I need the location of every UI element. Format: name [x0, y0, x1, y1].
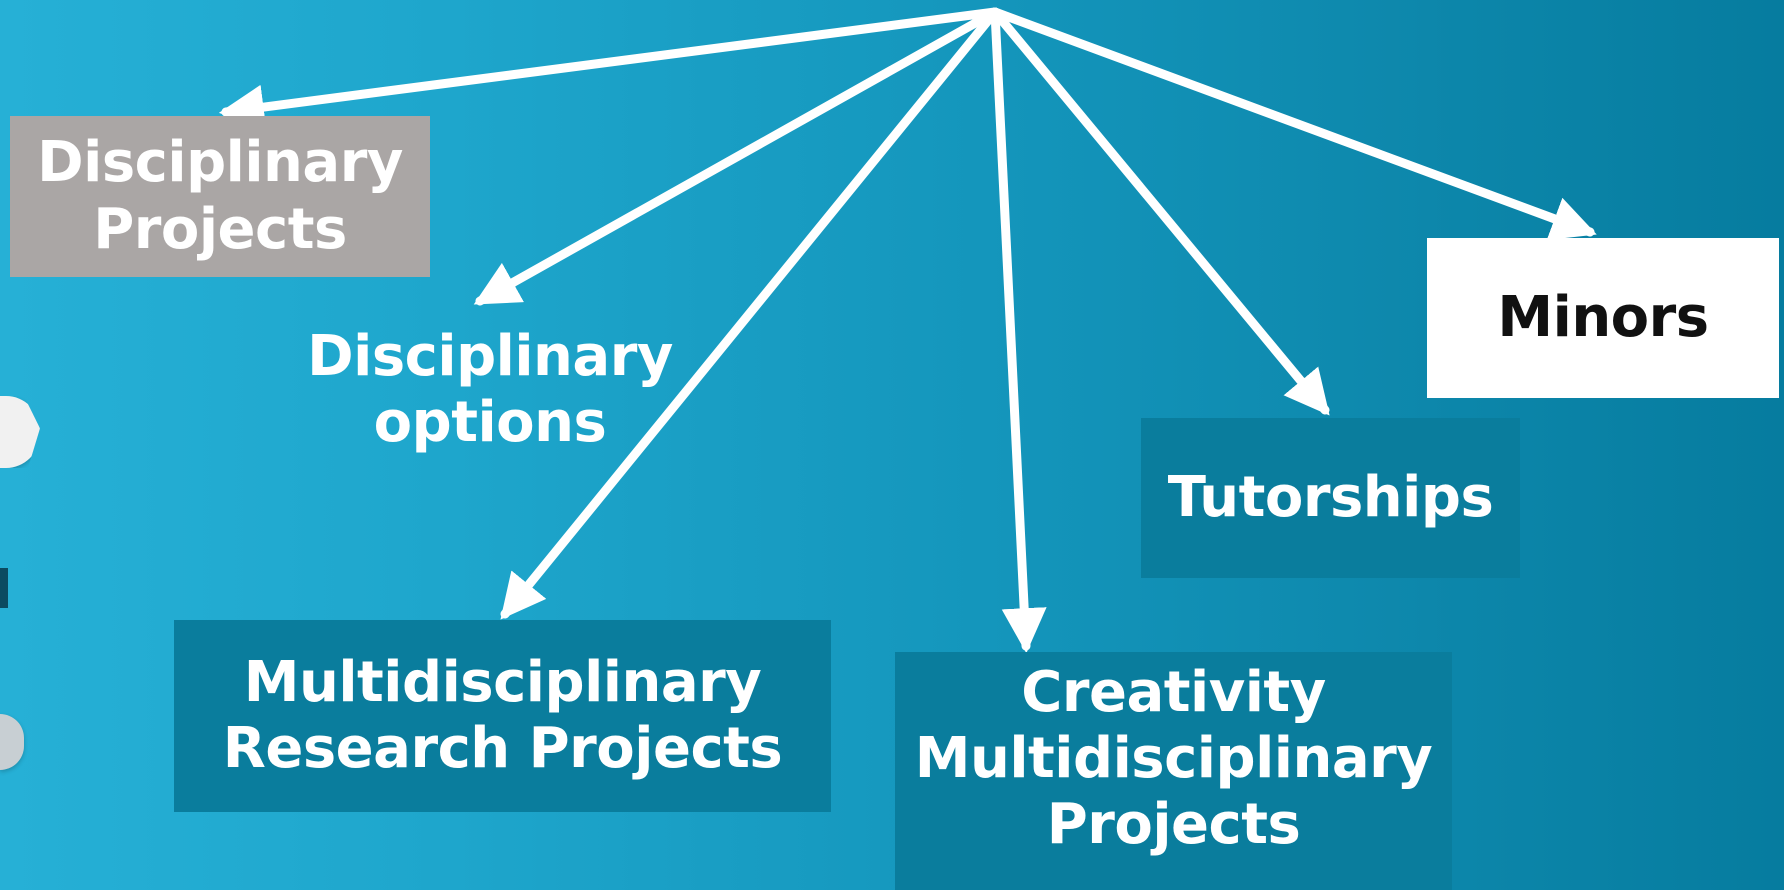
partial-shape-left-top	[0, 396, 40, 468]
minors-node: Minors	[1427, 238, 1779, 398]
partial-shape-left-bottom	[0, 714, 24, 770]
arrow-to-minors	[990, 7, 1597, 240]
creativity-multidisciplinary-projects-label: Creativity Multidisciplinary Projects	[914, 660, 1433, 858]
multidisciplinary-research-projects-node: Multidisciplinary Research Projects	[174, 620, 831, 812]
disciplinary-projects-node: Disciplinary Projects	[10, 116, 430, 277]
arrow-to-multidisciplinary-research-projects	[500, 7, 1000, 620]
arrow-to-tutorships	[990, 7, 1330, 416]
creativity-multidisciplinary-projects-node: Creativity Multidisciplinary Projects	[895, 652, 1452, 890]
tutorships-label: Tutorships	[1167, 464, 1494, 530]
partial-shape-left-middle	[0, 568, 8, 608]
arrow-to-disciplinary-projects	[218, 7, 1000, 130]
disciplinary-options-label: Disciplinary options	[307, 323, 673, 455]
multidisciplinary-research-projects-label: Multidisciplinary Research Projects	[222, 649, 783, 781]
minors-label: Minors	[1497, 284, 1709, 350]
disciplinary-options-node: Disciplinary options	[280, 315, 700, 465]
arrow-to-disciplinary-options	[473, 7, 1000, 306]
disciplinary-projects-label: Disciplinary Projects	[37, 130, 403, 262]
tutorships-node: Tutorships	[1141, 418, 1520, 578]
arrow-to-creativity-multidisciplinary-projects	[990, 7, 1047, 654]
